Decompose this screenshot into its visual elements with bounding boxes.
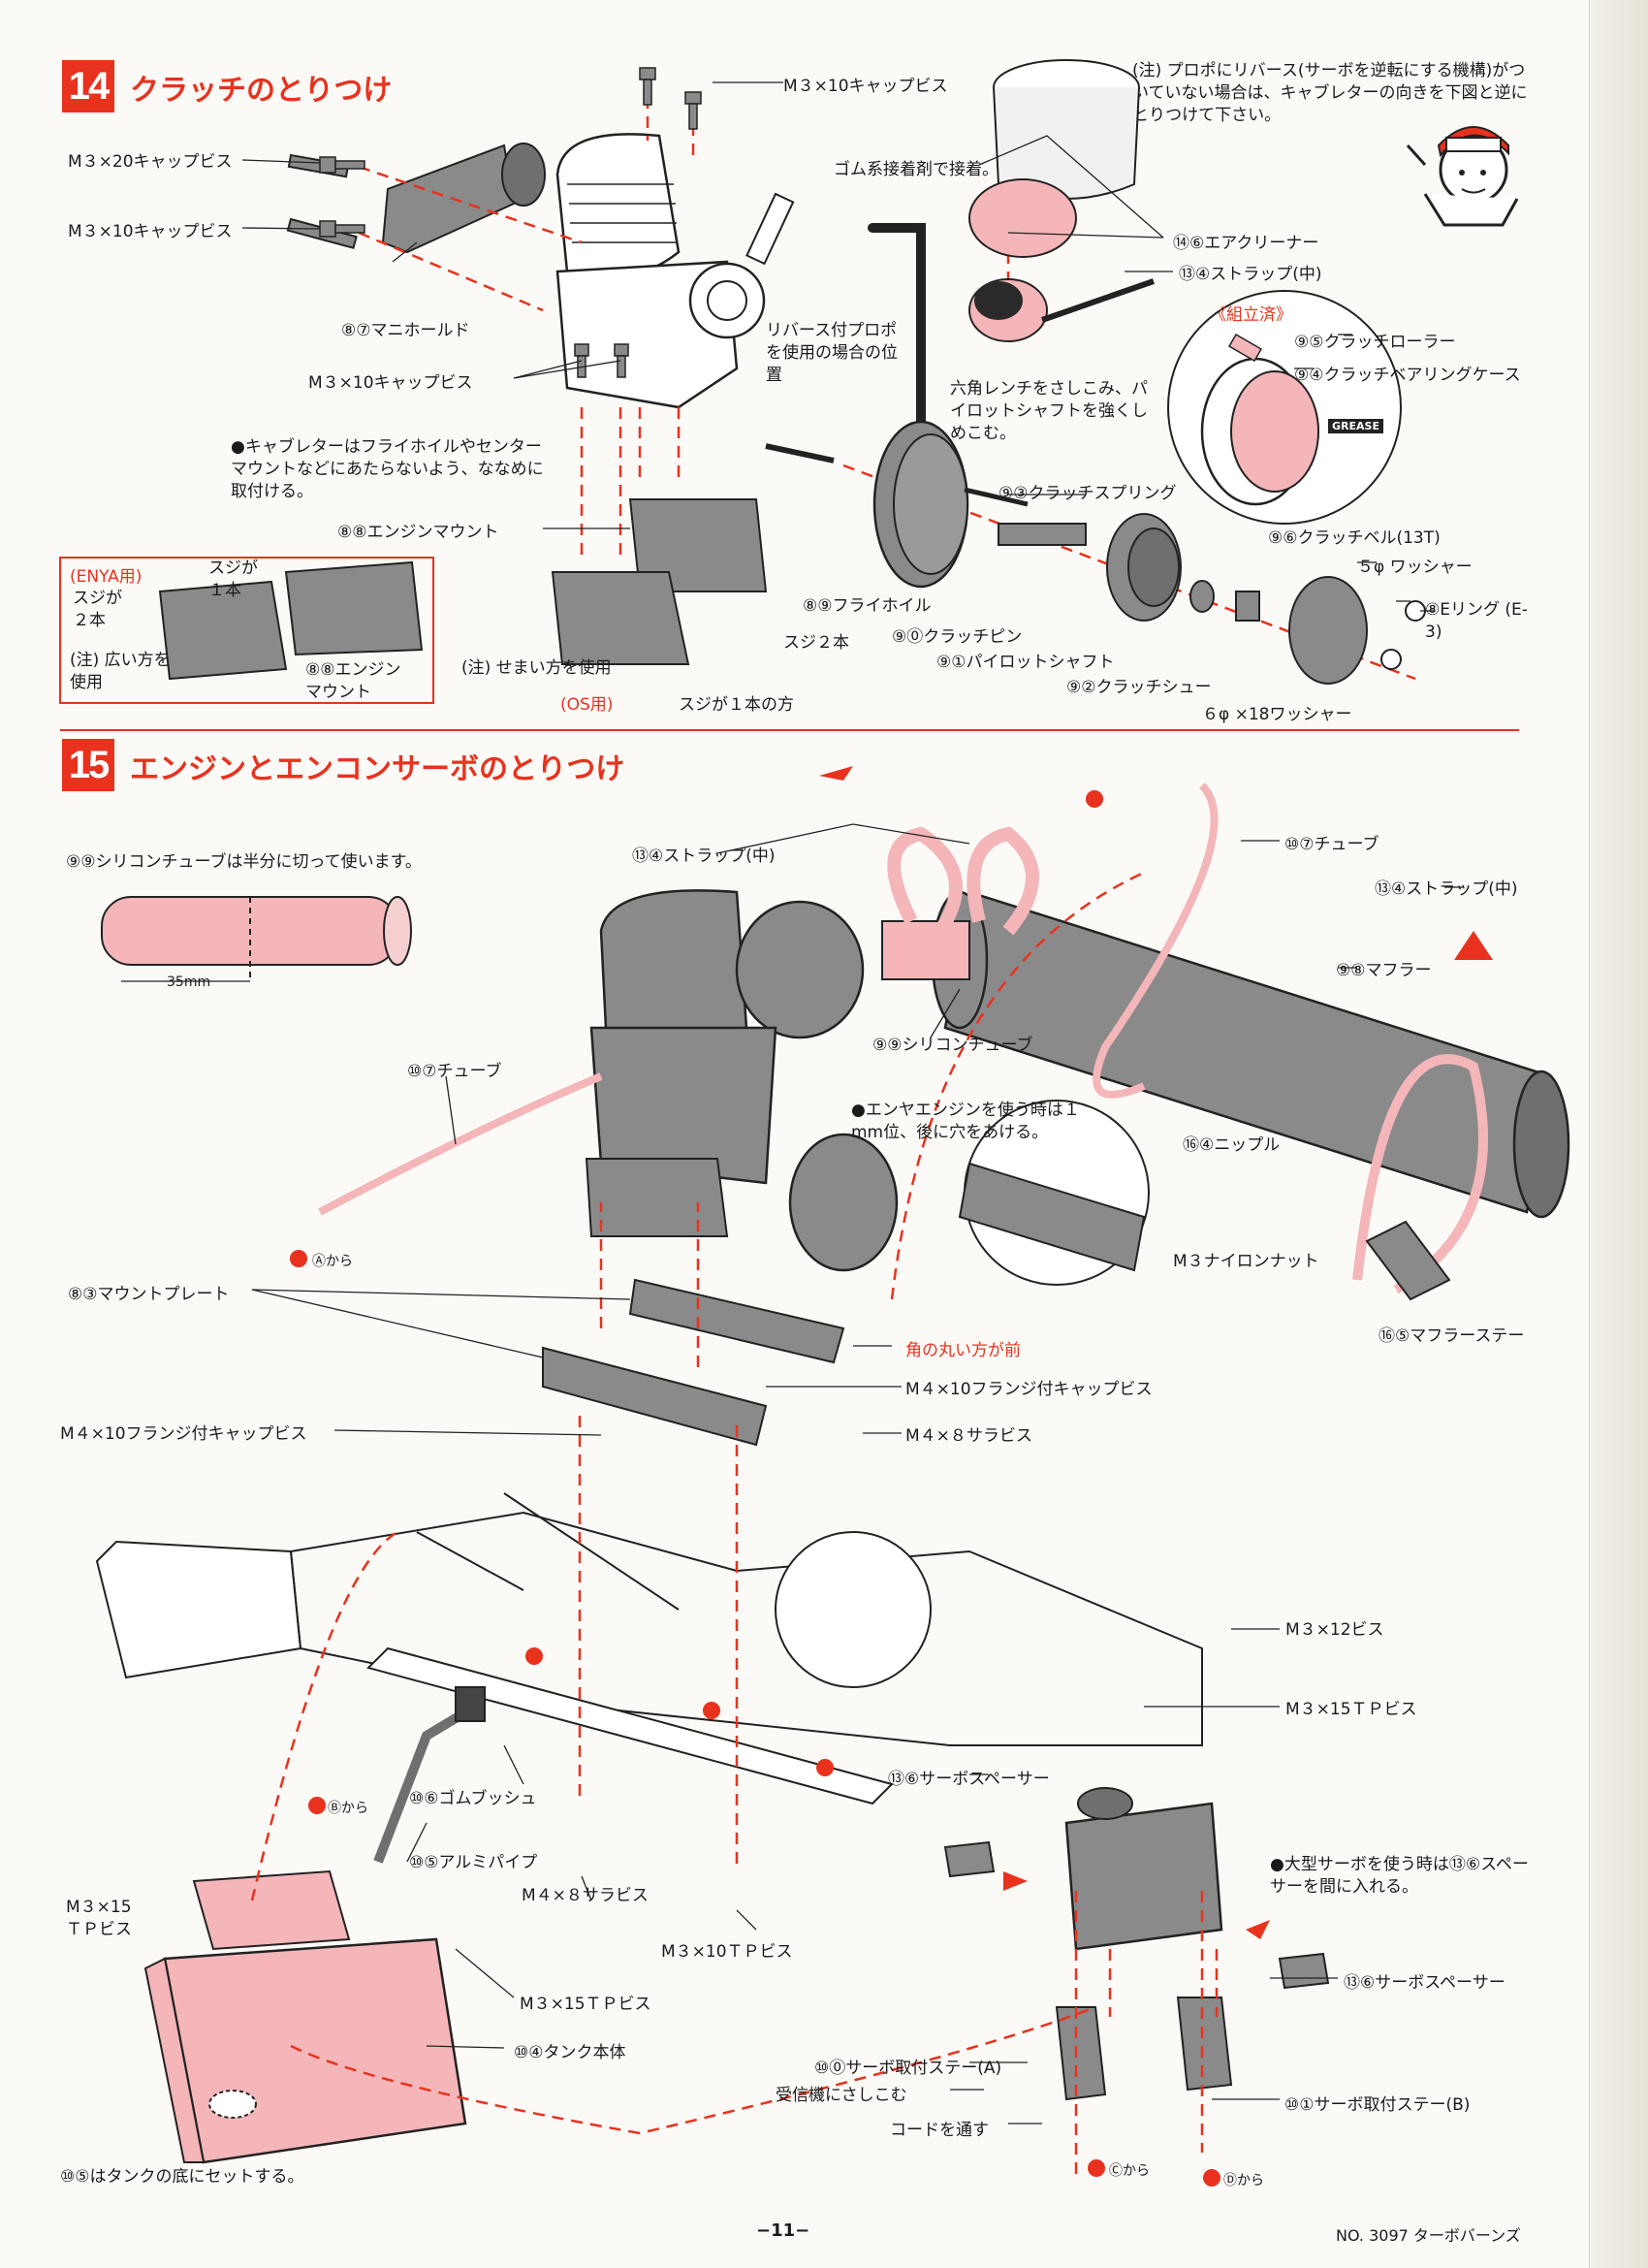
label-enya-groove1: スジが１本 (208, 559, 258, 600)
label-clutch-spring: ⑨③クラッチスプリング (998, 484, 1177, 503)
engine-assembly-drawing (585, 889, 899, 1272)
label-grease: GREASE (1328, 419, 1383, 433)
model-number: NO. 3097 ターボバーンズ (1336, 2226, 1521, 2245)
bearing-inset (1167, 290, 1402, 525)
label-from-b: Ⓑから (328, 1801, 368, 1816)
label-flywheel: ⑧⑨フライホイル (803, 596, 932, 616)
label-muffler-stay: ⑯⑤マフラーステー (1379, 1326, 1525, 1346)
label-assembled: 《組立済》 (1210, 305, 1292, 325)
label-m4x10-flange-left: M４×10フランジ付キャップビス (60, 1424, 307, 1444)
page-edge (1589, 0, 1648, 2268)
label-mount-plate: ⑧③マウントプレート (68, 1285, 230, 1304)
label-servo-spacer-top: ⑬⑥サーボスペーサー (888, 1770, 1050, 1789)
label-round-front: 角の丸い方が前 (905, 1341, 1021, 1360)
label-manifold: ⑧⑦マニホールド (341, 321, 470, 340)
connection-markers (290, 790, 1220, 2187)
fuel-tank-drawing (143, 1686, 486, 2164)
label-m4x8-sara-center: M４×８サラビス (522, 1886, 649, 1905)
label-dim-35: 35mm (167, 974, 211, 990)
label-enya-groove2: スジが２本 (73, 589, 122, 630)
section-divider (60, 729, 1519, 731)
label-strap-mid-b: ⑬④ストラップ(中) (1375, 879, 1518, 899)
label-muffler: ⑨⑧マフラー (1336, 961, 1432, 980)
label-nylon-nut: M３ナイロンナット (1173, 1252, 1319, 1271)
label-washer-5: ５φ ワッシャー (1357, 558, 1473, 577)
step-15-title: エンジンとエンコンサーボのとりつけ (130, 752, 625, 786)
air-cleaner-drawing (968, 59, 1155, 342)
flywheel-drawing (872, 420, 1029, 589)
label-enya-wide: (注) 広い方を使用 (70, 651, 171, 692)
label-servo-stay-b: ⑩①サーボ取付ステー(B) (1284, 2095, 1471, 2115)
label-from-a: Ⓐから (312, 1254, 353, 1269)
label-tank-bottom: ⑩⑤はタンクの底にセットする。 (60, 2167, 304, 2187)
label-m3x15tp-tank: M３×15ＴＰビス (520, 1995, 651, 2014)
label-groove2: スジ２本 (783, 633, 849, 653)
label-carb-note: ●キャブレターはフライホイルやセンターマウントなどにあたらないよう、ななめに取付… (231, 437, 544, 501)
mount-plates (542, 1278, 845, 1447)
label-narrow: (注) せまい方を使用 (461, 658, 612, 678)
label-reverse-position: リバース付プロポを使用の場合の位置 (766, 321, 898, 385)
step-14-title: クラッチのとりつけ (130, 74, 393, 108)
label-m3x15tp-right: M３×15ＴＰビス (1285, 1700, 1417, 1719)
label-m3x15tp-left: M３×15ＴＰビス (66, 1898, 132, 1939)
label-from-d: Ⓓから (1223, 2173, 1264, 2188)
label-engine-mount: ⑧⑧エンジンマウント (337, 523, 499, 542)
manifold-drawing (286, 143, 546, 254)
label-clutch-pin: ⑨⓪クラッチピン (892, 627, 1023, 647)
assembly-lines-15 (250, 871, 1219, 2182)
step-14-badge: 14 (62, 60, 114, 112)
label-tank: ⑩④タンク本体 (514, 2043, 626, 2062)
step-15-badge: 15 (62, 739, 114, 791)
label-rubber-bush: ⑩⑥ゴムブッシュ (409, 1789, 537, 1808)
label-silicone-tube: ⑨⑨シリコンチューブ (872, 1036, 1033, 1055)
engine-drawing (555, 133, 835, 463)
label-tube-left: ⑩⑦チューブ (407, 1062, 502, 1081)
label-enya-note: ●エンヤエンジンを使う時は１mm位、後に穴をあける。 (851, 1101, 1080, 1142)
label-servo-spacer-right: ⑬⑥サーボスペーサー (1344, 1973, 1505, 1993)
leaders-15 (251, 823, 1464, 2124)
page-number: −11− (756, 2220, 810, 2241)
label-m3x20: M３×20キャップビス (68, 152, 233, 172)
label-groove1: スジが１本の方 (679, 695, 794, 715)
label-clutch-roller: ⑨⑤クラッチローラー (1294, 333, 1456, 352)
silicone-tube-sample (101, 896, 412, 982)
label-pilot-shaft: ⑨①パイロットシャフト (936, 653, 1115, 672)
mascot-illustration (1406, 126, 1519, 227)
label-cord: コードを通す (890, 2121, 989, 2140)
label-enya: (ENYA用) (70, 567, 143, 587)
label-hex-wrench-note: 六角レンチをさしこみ、パイロットシャフトを強くしめこむ。 (950, 379, 1148, 443)
label-glue-note: ゴム系接着剤で接着。 (834, 160, 998, 179)
label-servo-stay-a: ⑩⓪サーボ取付ステー(A) (814, 2059, 1002, 2078)
chassis-drawing (95, 1492, 1203, 1805)
label-m4x10-flange-right: M４×10フランジ付キャップビス (905, 1380, 1153, 1399)
label-clutch-shoe: ⑨②クラッチシュー (1066, 678, 1212, 697)
label-m3x10-left: M３×10キャップビス (68, 222, 233, 241)
label-alu-pipe: ⑩⑤アルミパイプ (409, 1853, 538, 1872)
label-m4x8-sara-right: M４×８サラビス (905, 1426, 1032, 1446)
label-enya-mount: ⑧⑧エンジンマウント (305, 660, 401, 702)
label-air-cleaner: ⑭⑥エアクリーナー (1173, 234, 1319, 253)
label-clutch-bell: ⑨⑥クラッチベル(13T) (1268, 528, 1441, 548)
label-strap-mid-a: ⑬④ストラップ(中) (632, 847, 776, 866)
label-m3x10tp: M３×10ＴＰビス (661, 1942, 793, 1962)
label-m3x10-top: M３×10キャップビス (783, 77, 948, 96)
label-washer-6x18: ６φ ×18ワッシャー (1202, 705, 1352, 724)
label-from-c: Ⓒから (1109, 2163, 1150, 2179)
reverse-notice: (注) プロポにリバース(サーボを逆転にする機構)がついていない場合は、キャブレ… (1132, 61, 1528, 125)
label-large-servo-note: ●大型サーボを使う時は⑬⑥スペーサーを間に入れる。 (1270, 1855, 1529, 1897)
servo-drawing (943, 1787, 1330, 2101)
label-nipple: ⑯④ニップル (1183, 1135, 1281, 1155)
label-clutch-bearing-case: ⑨④クラッチベアリングケース (1294, 366, 1521, 385)
label-tube-top: ⑩⑦チューブ (1284, 835, 1379, 854)
label-e-ring: ⑧Eリング (E-3) (1425, 600, 1528, 642)
label-m3x10-mid: M３×10キャップビス (308, 373, 473, 393)
label-silicone-note: ⑨⑨シリコンチューブは半分に切って使います。 (66, 852, 422, 872)
label-strap-mid: ⑬④ストラップ(中) (1179, 265, 1322, 284)
label-receiver: 受信機にさしこむ (776, 2086, 907, 2105)
label-m3x12: M３×12ビス (1285, 1620, 1384, 1640)
label-os: (OS用) (560, 695, 614, 715)
